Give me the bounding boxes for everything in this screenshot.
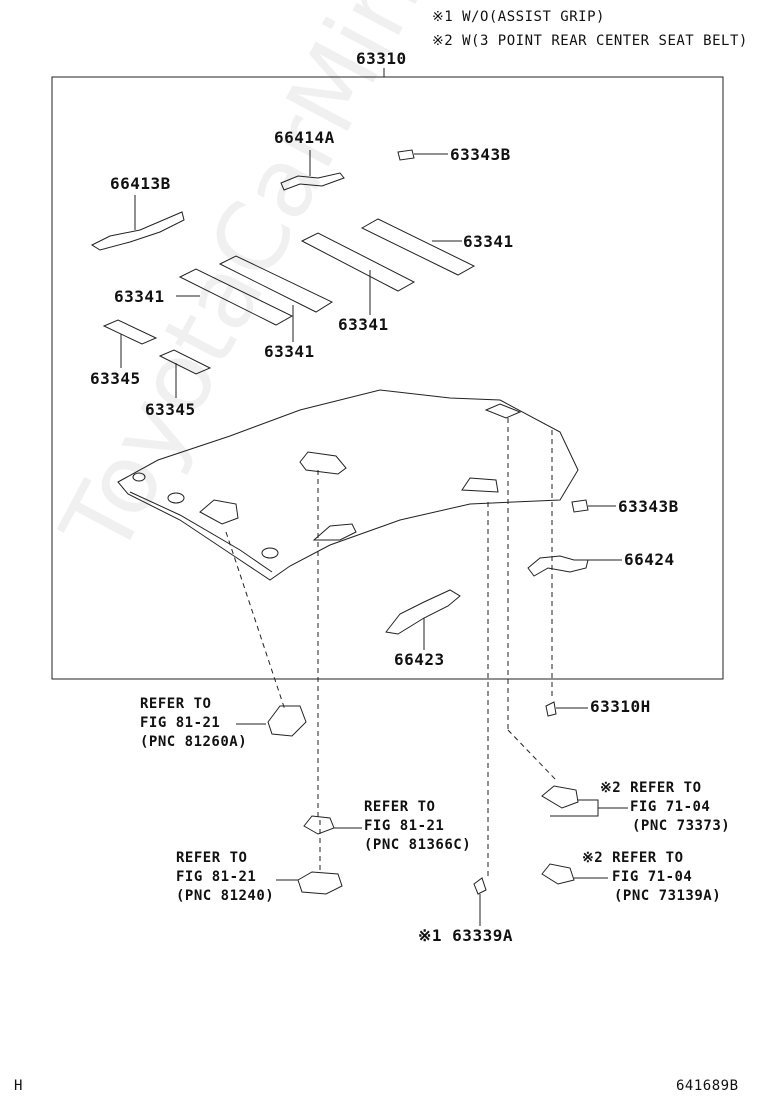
bracket-66413b: [90, 211, 185, 251]
pad-63345-1: [102, 319, 158, 345]
cover-73139a: [541, 863, 575, 885]
assembly-frame: [51, 76, 724, 680]
ref1-line2: FIG 81-21: [140, 715, 221, 731]
footer-right: 641689B: [676, 1078, 739, 1094]
sheet-63341-1: [360, 218, 476, 276]
pad-63343b-right: [571, 499, 589, 513]
bracket-66414a: [280, 172, 345, 191]
bracket-66424: [527, 555, 589, 577]
ref4-line1: ※2 REFER TO: [600, 780, 702, 796]
headliner-hole-3: [132, 472, 146, 482]
label-63310: 63310: [356, 49, 407, 68]
footer-left: H: [14, 1078, 23, 1094]
headliner-body: [117, 389, 579, 581]
lamp-81260a: [267, 705, 307, 737]
label-63341-1: 63341: [463, 232, 514, 251]
headliner-opening-center: [299, 451, 347, 475]
label-63345-2: 63345: [145, 400, 196, 419]
pad-63345-2: [158, 349, 212, 375]
ref5-line3: (PNC 73139A): [614, 888, 722, 904]
label-63310h: 63310H: [590, 697, 651, 716]
ref2-line3: (PNC 81366C): [364, 837, 472, 853]
note-2: ※2 W(3 POINT REAR CENTER SEAT BELT): [432, 33, 748, 49]
ref2-line2: FIG 81-21: [364, 818, 445, 834]
sheet-63341-4: [178, 268, 294, 326]
ref1-line3: (PNC 81260A): [140, 734, 248, 750]
clip-63310h: [545, 701, 557, 717]
headliner-edge: [129, 491, 273, 573]
headliner-hole-2: [261, 547, 279, 559]
headliner-opening-front: [199, 499, 239, 525]
ref5-line2: FIG 71-04: [612, 869, 693, 885]
note-1: ※1 W/O(ASSIST GRIP): [432, 9, 605, 25]
ref4-line3: (PNC 73373): [632, 818, 731, 834]
label-63341-4: 63341: [114, 287, 165, 306]
label-63345-1: 63345: [90, 369, 141, 388]
ref2-line1: REFER TO: [364, 799, 436, 815]
headliner-opening-rear: [461, 477, 499, 493]
headliner-rear-tab: [484, 403, 522, 419]
ref3-line3: (PNC 81240): [176, 888, 275, 904]
label-66424: 66424: [624, 550, 675, 569]
dash-belt-2: [507, 729, 557, 781]
lamp-81240: [297, 871, 343, 895]
label-63341-3: 63341: [264, 342, 315, 361]
label-63343b-top: 63343B: [450, 145, 511, 164]
headliner-grip-recess: [312, 523, 357, 541]
sheet-63341-3: [218, 255, 334, 313]
lamp-81366c: [303, 815, 335, 835]
ref1-line1: REFER TO: [140, 696, 212, 712]
label-66414a: 66414A: [274, 128, 335, 147]
sheet-63341-2: [300, 232, 416, 292]
clip-63339a: [473, 877, 487, 895]
label-66423: 66423: [394, 650, 445, 669]
label-63339a: ※1 63339A: [418, 926, 513, 945]
headliner-hole-1: [167, 492, 185, 504]
dash-lamp-1: [225, 531, 286, 711]
ref4-line2: FIG 71-04: [630, 799, 711, 815]
label-63343b-right: 63343B: [618, 497, 679, 516]
bracket-66423: [385, 589, 461, 635]
pad-63343b-top: [397, 149, 415, 161]
label-66413b: 66413B: [110, 174, 171, 193]
label-63341-2: 63341: [338, 315, 389, 334]
anchor-73373: [541, 785, 579, 809]
ref3-line1: REFER TO: [176, 850, 248, 866]
ref3-line2: FIG 81-21: [176, 869, 257, 885]
leader-ref4: [550, 799, 628, 817]
ref5-line1: ※2 REFER TO: [582, 850, 684, 866]
